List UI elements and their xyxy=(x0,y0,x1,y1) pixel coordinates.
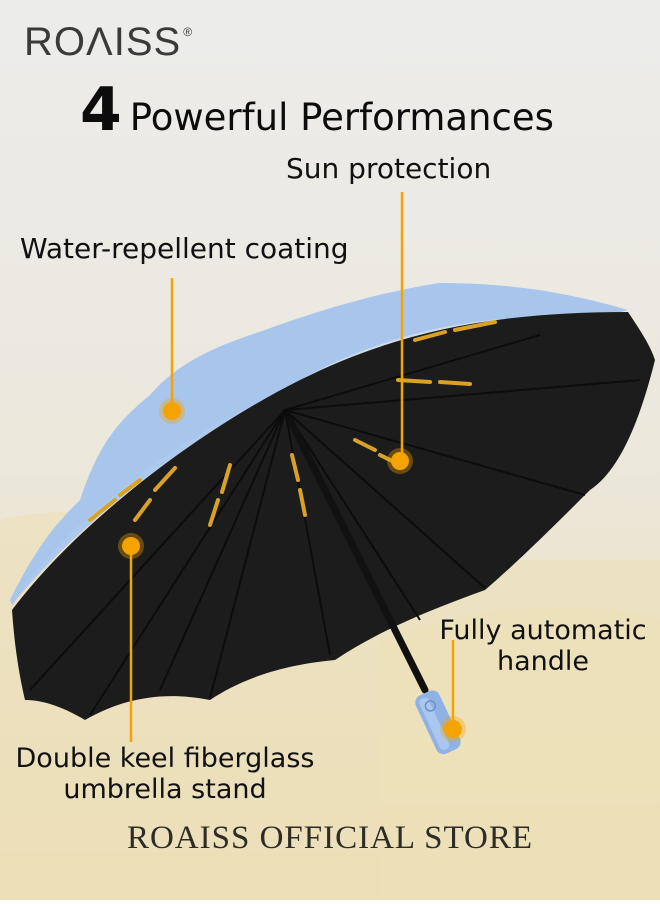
brand-logo: ROΛISS® xyxy=(24,22,193,62)
feature-label-keel-line1: Double keel fiberglass xyxy=(15,743,315,774)
headline-number: 4 xyxy=(80,75,122,145)
store-name: ROAISS OFFICIAL STORE xyxy=(126,820,534,856)
umbrella-shaft xyxy=(286,416,429,694)
umbrella-canopy-underside xyxy=(12,312,655,720)
feature-label-water: Water-repellent coating xyxy=(20,232,349,265)
callout-dot-sun xyxy=(387,448,413,474)
callout-dot-keel xyxy=(118,533,144,559)
registered-mark: ® xyxy=(183,25,194,39)
feature-label-handle-line2: handle xyxy=(496,646,590,678)
umbrella-handle xyxy=(415,690,461,755)
feature-label-keel-line2: umbrella stand xyxy=(63,774,267,806)
feature-label-handle: Fully automatic handle xyxy=(432,615,654,677)
callout-dot-handle xyxy=(440,716,466,742)
feature-label-sun: Sun protection xyxy=(286,152,492,185)
feature-label-handle-line1: Fully automatic xyxy=(439,615,647,646)
feature-label-keel: Double keel fiberglass umbrella stand xyxy=(6,743,324,805)
callout-dot-water xyxy=(159,398,185,424)
logo-text: ROΛISS xyxy=(24,20,182,64)
headline-text: Powerful Performances xyxy=(129,96,554,139)
